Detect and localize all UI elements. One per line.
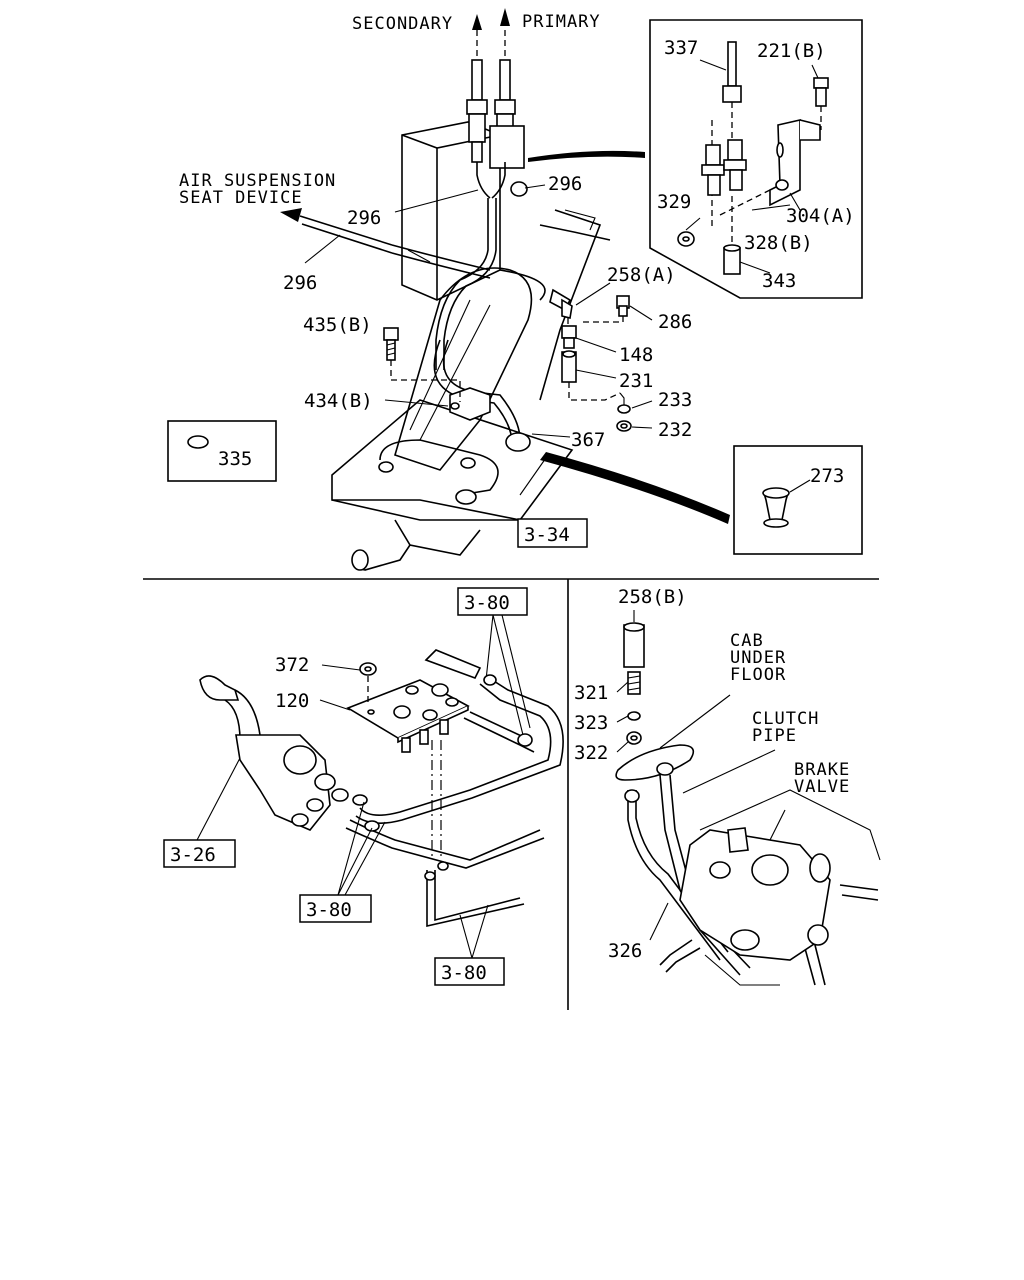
inset-box-273: 273 <box>733 445 863 555</box>
callout-296-b: 296 <box>347 207 381 229</box>
brake-valve-body <box>659 789 881 986</box>
callout-329: 329 <box>657 191 691 213</box>
valve-block <box>346 649 482 753</box>
inset-box-bracket: 337 221(B) 329 304(A) 328(B) 343 <box>649 19 863 299</box>
housing-tower <box>394 209 611 471</box>
ref-3-80-bottom-text: 3-80 <box>441 962 487 984</box>
bracket-434b <box>449 387 491 421</box>
callout-304a: 304(A) <box>786 205 855 227</box>
primary-arrow <box>500 8 510 60</box>
callout-258a: 258(A) <box>607 264 676 286</box>
callout-367: 367 <box>571 429 605 451</box>
seat-device-label-2: SEAT DEVICE <box>179 188 303 208</box>
lower-right-assembly: 258(B) 321 323 322 326 CAB UNDER FLOOR C… <box>574 586 881 986</box>
secondary-arrow <box>472 14 482 60</box>
nut-372 <box>321 662 377 705</box>
cab-label-2: UNDER <box>730 648 786 668</box>
callout-296-c: 296 <box>283 272 317 294</box>
callout-221b: 221(B) <box>757 40 826 62</box>
inset-box-335: 335 <box>167 420 277 482</box>
nut-232 <box>616 420 632 432</box>
fitting-148 <box>561 325 577 349</box>
ref-box-3-26: 3-26 <box>163 839 236 868</box>
callout-231: 231 <box>619 370 653 392</box>
callout-258b: 258(B) <box>618 586 687 608</box>
fitting-231 <box>561 350 621 401</box>
ref-3-26-text: 3-26 <box>170 844 216 866</box>
leaders-right-stack <box>616 681 629 753</box>
fitting-286 <box>580 295 630 323</box>
callout-323: 323 <box>574 712 608 734</box>
ref-box-3-80-top: 3-80 <box>457 587 531 736</box>
ref-box-3-80-mid: 3-80 <box>299 801 386 923</box>
callout-286: 286 <box>658 311 692 333</box>
pipe-fittings-top <box>435 59 528 370</box>
callout-434b: 434(B) <box>304 390 373 412</box>
callout-337: 337 <box>664 37 698 59</box>
lower-left-assembly: 3-80 <box>163 587 564 986</box>
bolt-435b <box>383 327 461 402</box>
plug-lead <box>540 452 730 524</box>
brake-label-1: BRAKE <box>794 760 850 780</box>
fitting-258a <box>549 288 573 325</box>
ref-box-3-34: 3-34 <box>517 518 588 548</box>
callout-232: 232 <box>658 419 692 441</box>
hose-loop <box>433 269 546 441</box>
callout-335: 335 <box>218 448 252 470</box>
fitting-321 <box>627 671 641 695</box>
cab-label-3: FLOOR <box>730 665 786 685</box>
ref-3-80-top-text: 3-80 <box>464 592 510 614</box>
brake-label-2: VALVE <box>794 777 850 797</box>
nut-322 <box>626 731 642 745</box>
callout-273: 273 <box>810 465 844 487</box>
clutch-label-2: PIPE <box>752 726 797 746</box>
clutch-label-1: CLUTCH <box>752 709 819 729</box>
seat-device-arrow <box>280 208 491 279</box>
callout-120: 120 <box>275 690 309 712</box>
washer-323 <box>627 711 641 721</box>
callout-296-a: 296 <box>548 173 582 195</box>
ref-3-80-mid-text: 3-80 <box>306 899 352 921</box>
cab-floor-patch <box>615 694 731 781</box>
actuator-left <box>195 675 349 843</box>
callout-328b: 328(B) <box>744 232 813 254</box>
cab-label-1: CAB <box>730 631 764 651</box>
callout-435b: 435(B) <box>303 314 372 336</box>
callout-326: 326 <box>608 940 642 962</box>
washer-233 <box>617 404 631 414</box>
inset-lead <box>528 150 645 162</box>
ref-box-3-80-bottom: 3-80 <box>434 904 505 986</box>
seat-device-label-1: AIR SUSPENSION <box>179 171 336 191</box>
ref-3-34-text: 3-34 <box>524 524 570 546</box>
callout-233: 233 <box>658 389 692 411</box>
secondary-label: SECONDARY <box>352 14 453 34</box>
callout-322: 322 <box>574 742 608 764</box>
leader-120 <box>319 699 351 711</box>
callout-148: 148 <box>619 344 653 366</box>
callout-343: 343 <box>762 270 796 292</box>
callout-372: 372 <box>275 654 309 676</box>
primary-label: PRIMARY <box>522 12 601 32</box>
leader-233-232 <box>619 392 625 405</box>
base-plate <box>331 399 574 571</box>
upper-assembly: SECONDARY PRIMARY AIR SUSPENSION SEAT DE… <box>167 8 863 571</box>
fitting-258b <box>623 610 645 668</box>
callout-321: 321 <box>574 682 608 704</box>
